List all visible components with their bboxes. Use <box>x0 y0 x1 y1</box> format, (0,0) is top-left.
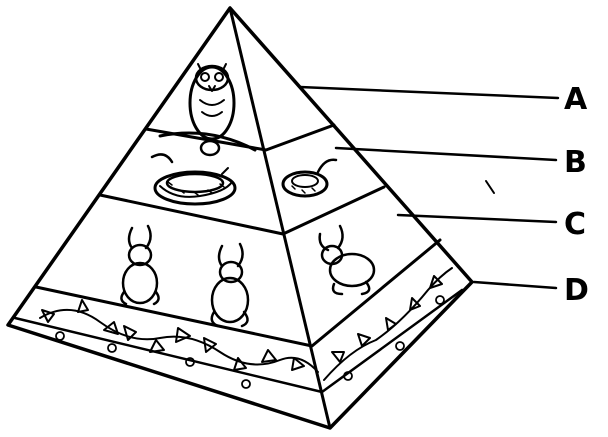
owl-icon <box>160 64 255 155</box>
stray-mark <box>486 181 494 193</box>
label-c: C <box>564 207 586 242</box>
snake-icon <box>152 154 235 204</box>
leader-line-a <box>300 87 558 98</box>
level-dividers <box>15 125 462 392</box>
pyramid-outline <box>8 8 472 428</box>
leader-line-d <box>474 282 556 288</box>
label-a: A <box>564 82 588 117</box>
label-d: D <box>564 273 589 308</box>
rabbit-icon <box>121 226 374 326</box>
leader-line-c <box>398 215 556 222</box>
label-b: B <box>564 145 587 180</box>
leader-line-b <box>336 148 556 160</box>
plant-icon <box>40 268 452 388</box>
snake-icon-right <box>283 160 336 196</box>
